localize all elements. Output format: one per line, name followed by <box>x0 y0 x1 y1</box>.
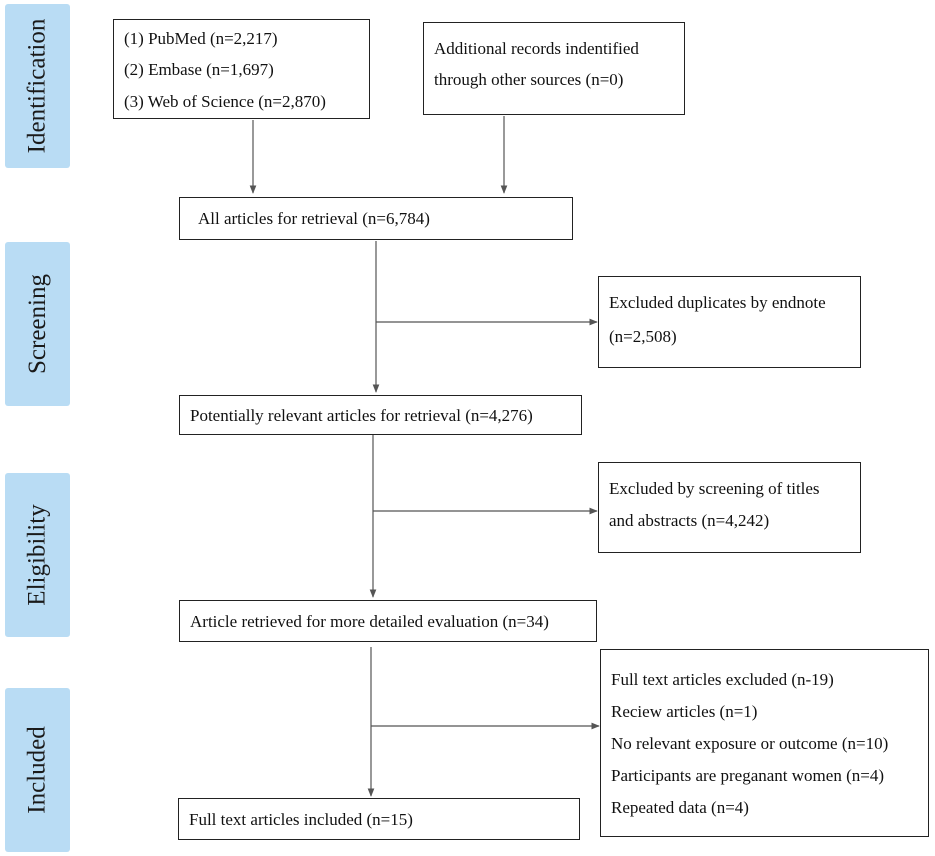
other-sources-box: Additional records indentified through o… <box>423 22 685 115</box>
excluded-screening-box: Excluded by screening of titles and abst… <box>598 462 861 553</box>
excluded-review-articles: Reciew articles (n=1) <box>611 702 758 721</box>
excluded-duplicates-line-1: Excluded duplicates by endnote <box>609 293 826 312</box>
excluded-duplicates-line-2: (n=2,508) <box>609 327 677 346</box>
stage-screening-label: Screening <box>23 274 51 374</box>
stage-included: Included <box>5 688 70 852</box>
excluded-screening-line-1: Excluded by screening of titles <box>609 479 820 498</box>
excluded-no-relevant-exposure: No relevant exposure or outcome (n=10) <box>611 734 889 753</box>
included-text: Full text articles included (n=15) <box>189 809 413 829</box>
stage-identification: Identification <box>5 4 70 168</box>
excluded-repeated-data: Repeated data (n=4) <box>611 798 749 817</box>
detailed-evaluation-text: Article retrieved for more detailed eval… <box>190 611 549 631</box>
excluded-screening-line-2: and abstracts (n=4,242) <box>609 511 770 530</box>
full-text-excluded-box: Full text articles excluded (n-19) Recie… <box>600 649 929 837</box>
detailed-evaluation-box: Article retrieved for more detailed eval… <box>179 600 597 642</box>
database-pubmed: (1) PubMed (n=2,217) <box>124 29 278 48</box>
stage-identification-label: Identification <box>23 18 51 154</box>
included-box: Full text articles included (n=15) <box>178 798 580 840</box>
stage-eligibility: Eligibility <box>5 473 70 637</box>
stage-included-label: Included <box>23 726 51 814</box>
potentially-relevant-text: Potentially relevant articles for retrie… <box>190 405 533 425</box>
stage-screening: Screening <box>5 242 70 406</box>
excluded-pregnant-participants: Participants are preganant women (n=4) <box>611 766 884 785</box>
full-text-excluded-heading: Full text articles excluded (n-19) <box>611 670 834 689</box>
database-web-of-science: (3) Web of Science (n=2,870) <box>124 92 326 111</box>
all-articles-text: All articles for retrieval (n=6,784) <box>198 209 430 228</box>
excluded-duplicates-box: Excluded duplicates by endnote (n=2,508) <box>598 276 861 368</box>
other-sources-line-1: Additional records indentified <box>434 39 639 58</box>
databases-box: (1) PubMed (n=2,217) (2) Embase (n=1,697… <box>113 19 370 119</box>
stage-eligibility-label: Eligibility <box>23 504 51 606</box>
potentially-relevant-box: Potentially relevant articles for retrie… <box>179 395 582 435</box>
all-articles-box: All articles for retrieval (n=6,784) <box>179 197 573 240</box>
other-sources-line-2: through other sources (n=0) <box>434 70 624 89</box>
database-embase: (2) Embase (n=1,697) <box>124 60 274 79</box>
